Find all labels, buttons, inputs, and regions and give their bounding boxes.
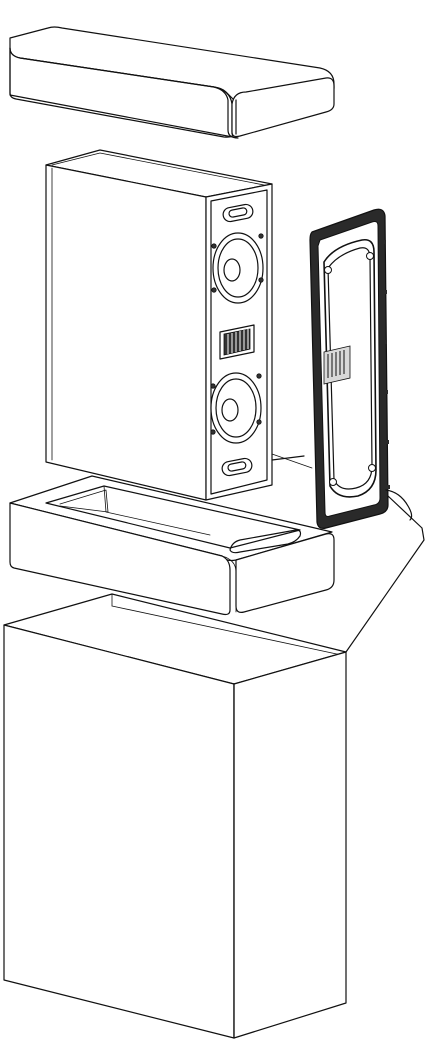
lower-woofer (211, 373, 261, 443)
speaker-cabinet (46, 150, 272, 500)
bottom-foam-tray (10, 476, 334, 615)
top-foam-cap (10, 27, 334, 138)
shipping-box (4, 594, 346, 1038)
mounting-bracket (310, 209, 412, 528)
upper-woofer (212, 233, 263, 303)
